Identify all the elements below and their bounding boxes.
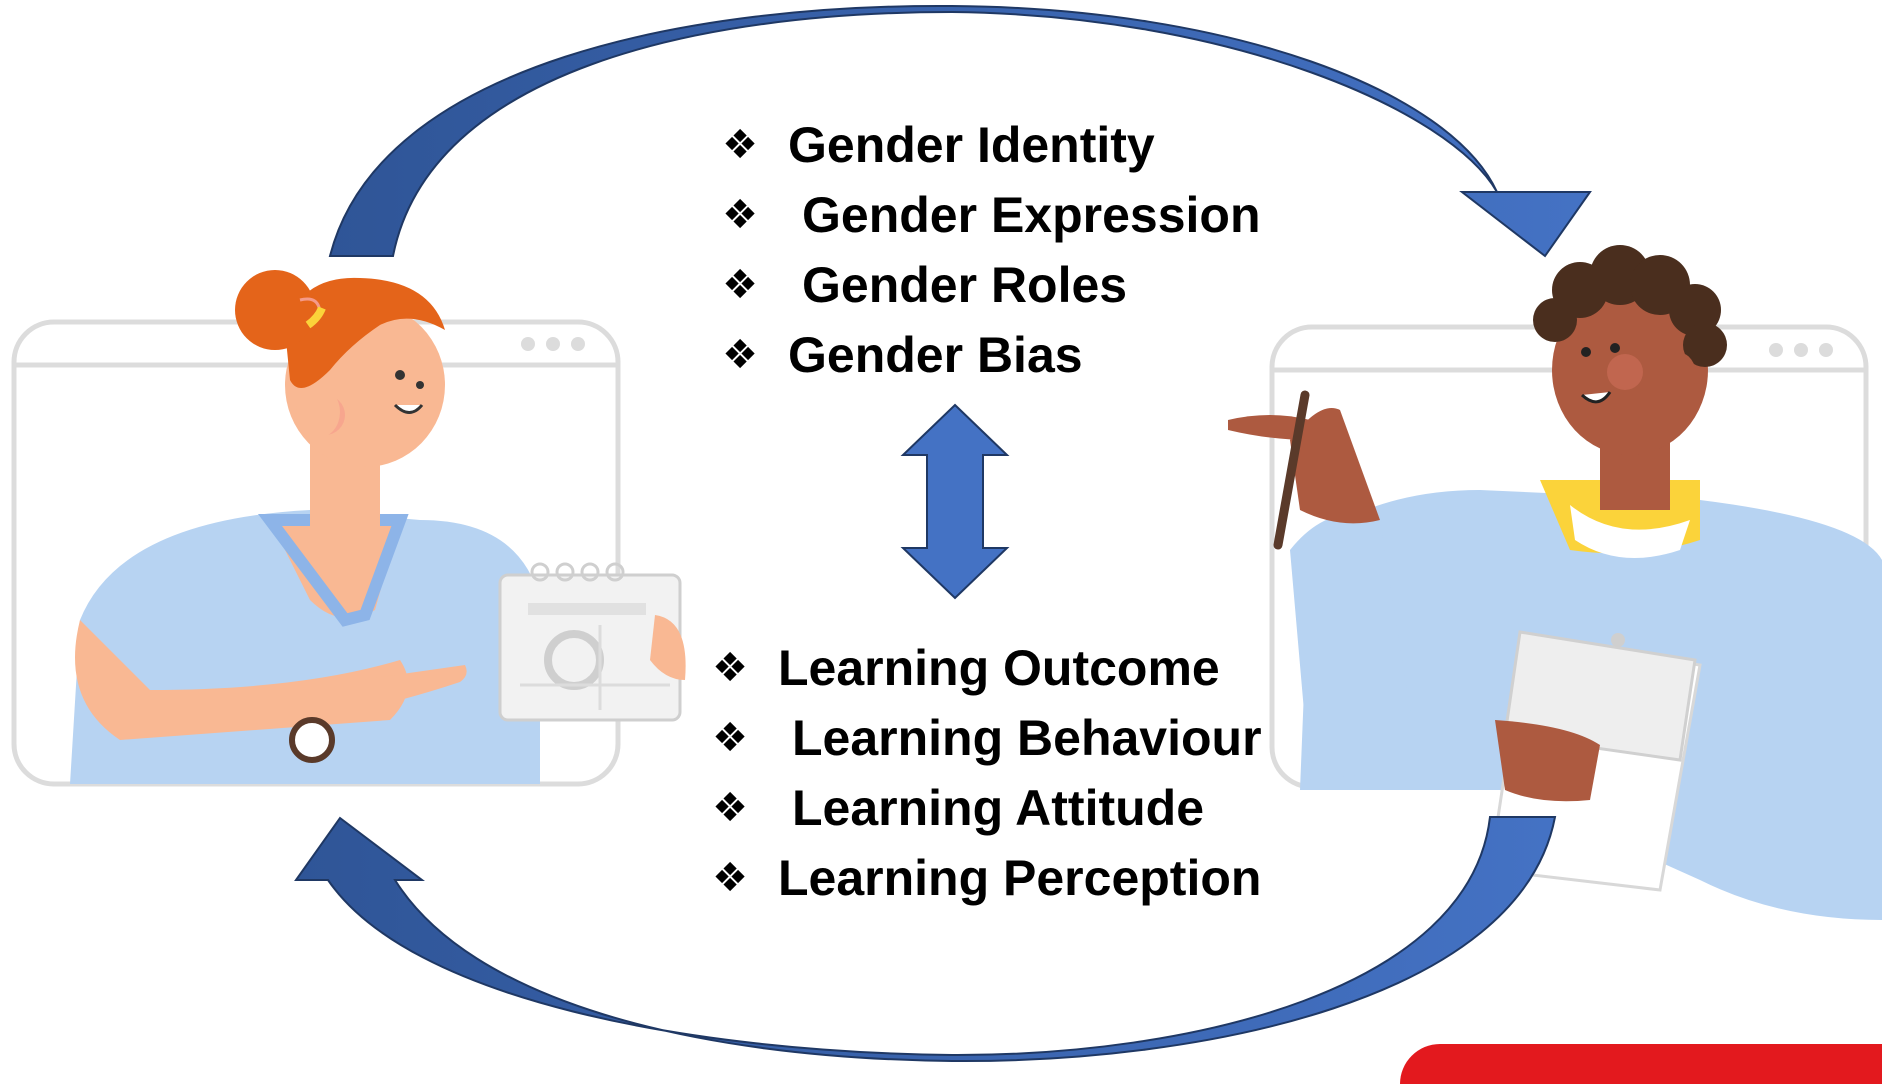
corner-accent-bar bbox=[1400, 1044, 1882, 1084]
cycle-arrow-top-icon bbox=[328, 4, 1592, 258]
diamond-bullet-icon: ❖ bbox=[722, 123, 758, 167]
woman-illustration bbox=[70, 270, 686, 784]
list-item: ❖ Learning Attitude bbox=[710, 773, 1262, 843]
gender-expression-label: Gender Expression bbox=[802, 187, 1261, 243]
diamond-bullet-icon: ❖ bbox=[722, 263, 758, 307]
learning-perception-label: Learning Perception bbox=[778, 850, 1262, 906]
man-illustration bbox=[1228, 245, 1882, 920]
gender-factors-list: ❖ Gender Identity ❖ Gender Expression ❖ … bbox=[720, 110, 1261, 390]
list-item: ❖ Gender Roles bbox=[720, 250, 1261, 320]
diamond-bullet-icon: ❖ bbox=[722, 333, 758, 377]
diamond-bullet-icon: ❖ bbox=[722, 193, 758, 237]
learning-attitude-label: Learning Attitude bbox=[792, 780, 1205, 836]
diamond-bullet-icon: ❖ bbox=[712, 716, 748, 760]
gender-identity-label: Gender Identity bbox=[788, 117, 1155, 173]
list-item: ❖ Learning Behaviour bbox=[710, 703, 1262, 773]
diamond-bullet-icon: ❖ bbox=[712, 856, 748, 900]
diamond-bullet-icon: ❖ bbox=[712, 646, 748, 690]
list-item: ❖ Gender Identity bbox=[720, 110, 1261, 180]
diamond-bullet-icon: ❖ bbox=[712, 786, 748, 830]
cycle-arrow-bottom-icon bbox=[294, 816, 1557, 1063]
list-item: ❖ Gender Bias bbox=[720, 320, 1261, 390]
list-item: ❖ Gender Expression bbox=[720, 180, 1261, 250]
double-headed-arrow-icon bbox=[900, 403, 1010, 600]
learning-behaviour-label: Learning Behaviour bbox=[792, 710, 1262, 766]
list-item: ❖ Learning Outcome bbox=[710, 633, 1262, 703]
gender-roles-label: Gender Roles bbox=[802, 257, 1128, 313]
learning-factors-list: ❖ Learning Outcome ❖ Learning Behaviour … bbox=[710, 633, 1262, 913]
list-item: ❖ Learning Perception bbox=[710, 843, 1262, 913]
gender-bias-label: Gender Bias bbox=[788, 327, 1083, 383]
learning-outcome-label: Learning Outcome bbox=[778, 640, 1220, 696]
